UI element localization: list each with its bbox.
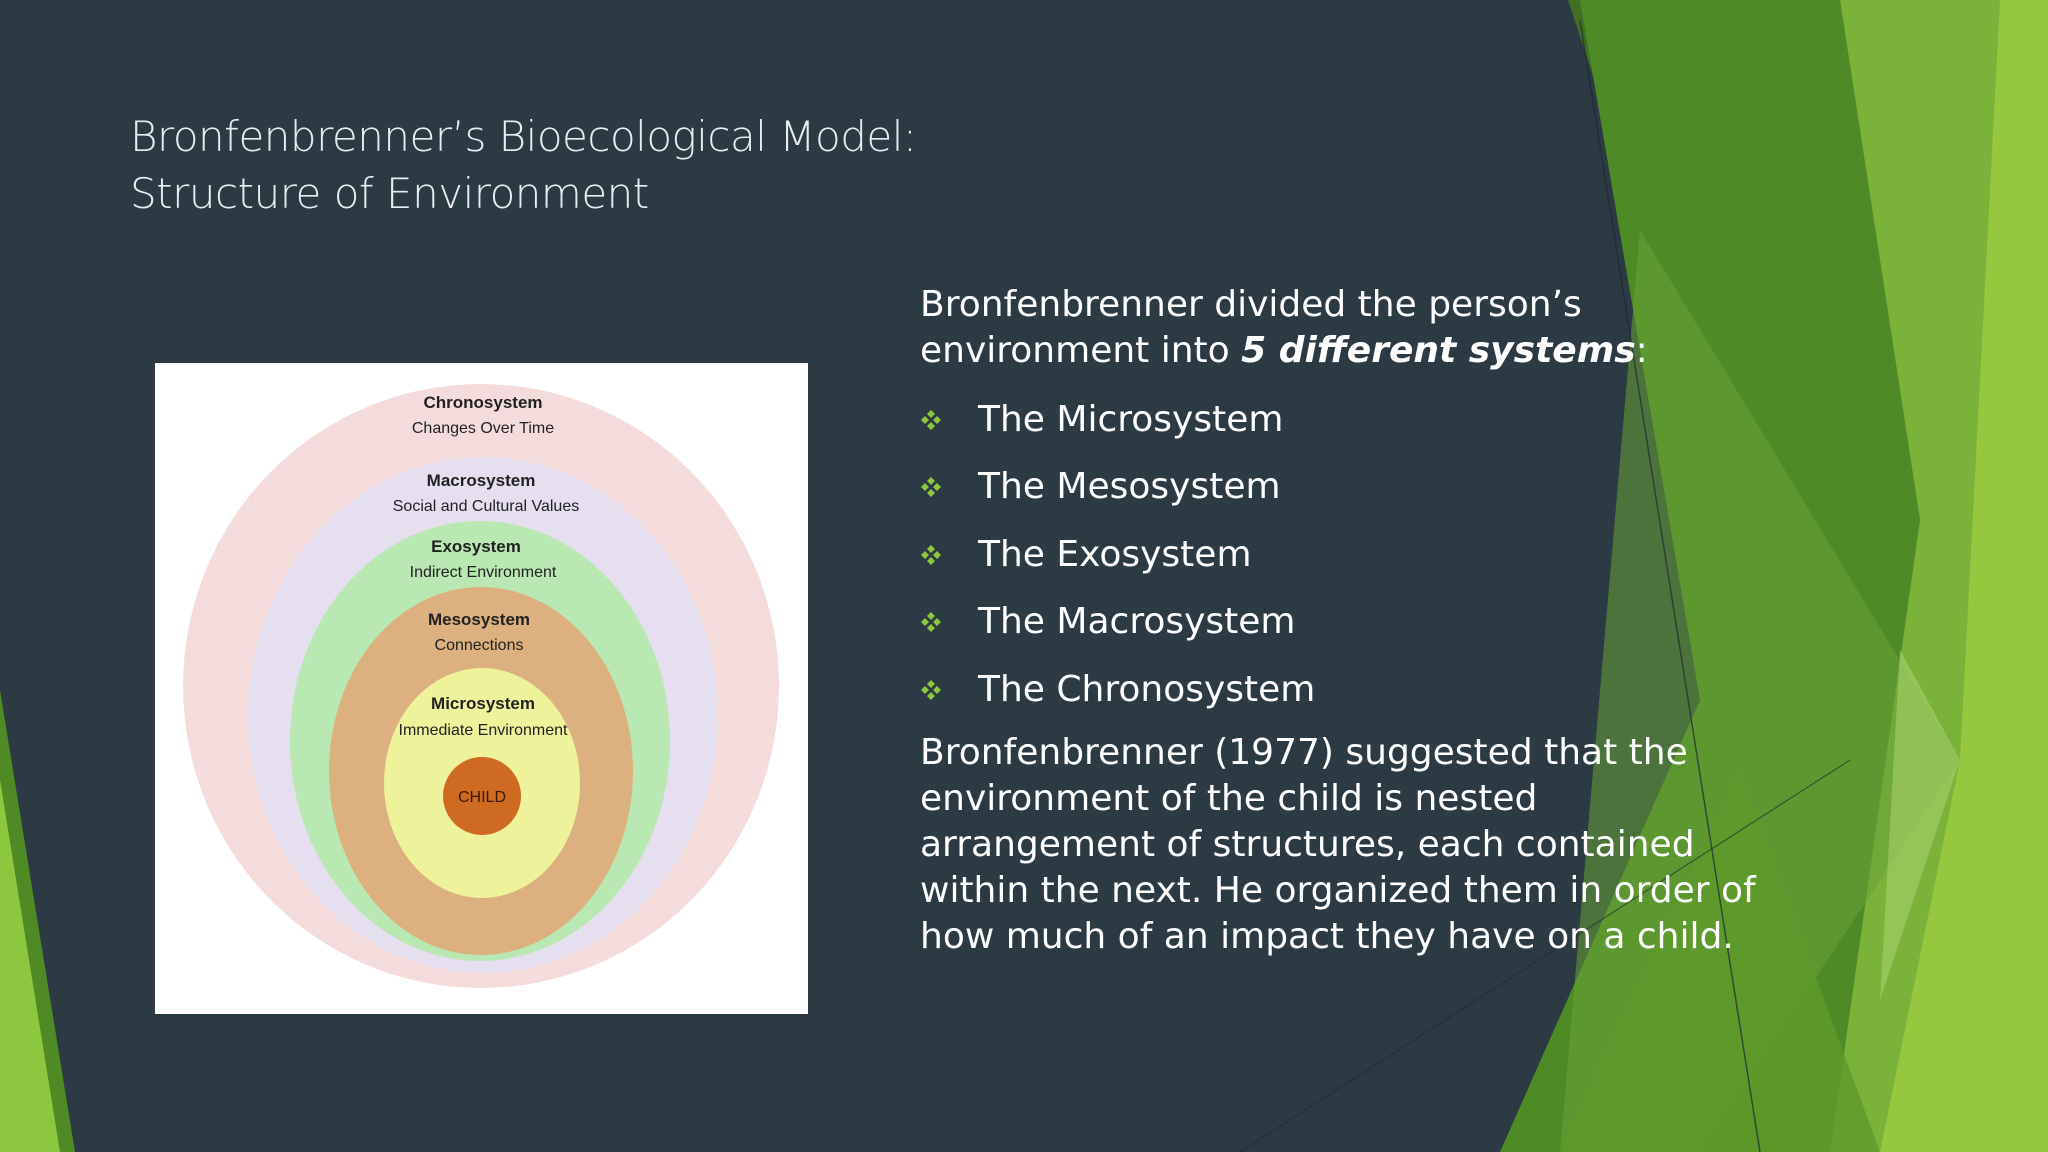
bullet-label: The Macrosystem [978,601,1296,643]
exosystem-desc: Indirect Environment [410,564,557,581]
four-diamond-bullet-icon [920,679,978,701]
mesosystem-name: Mesosystem [428,610,530,629]
intro-suffix: : [1635,330,1648,371]
intro-text: Bronfenbrenner divided the person’s envi… [920,284,1582,371]
title-line-1: Bronfenbrenner’s Bioecological Model: [130,112,917,161]
chronosystem-name: Chronosystem [423,393,542,412]
four-diamond-bullet-icon [920,611,978,633]
decor-shape-pale [1880,650,1960,1000]
intro-emphasis: 5 different systems [1241,330,1636,371]
decor-shape-right-bright [1880,0,2048,1152]
content-text: Bronfenbrenner divided the person’s envi… [920,282,1780,960]
intro-paragraph: Bronfenbrenner divided the person’s envi… [920,282,1780,374]
nested-systems-svg: Chronosystem Changes Over Time Macrosyst… [183,384,779,988]
four-diamond-bullet-icon [920,544,978,566]
bullet-label: The Microsystem [978,398,1284,440]
bioecological-model-diagram: Chronosystem Changes Over Time Macrosyst… [155,363,808,1014]
exosystem-name: Exosystem [431,537,521,556]
child-label: CHILD [458,789,506,806]
four-diamond-bullet-icon [920,476,978,498]
bullet-label: The Chronosystem [978,668,1316,710]
slide-title: Bronfenbrenner’s Bioecological Model: St… [130,108,1030,222]
list-item: The Microsystem [920,386,1780,454]
decor-line-1 [1579,19,1761,1152]
decor-shape-lower-right [1560,770,1880,1152]
list-item: The Chronosystem [920,656,1780,724]
four-diamond-bullet-icon [920,409,978,431]
decor-line-2 [1239,759,1851,1152]
title-line-2: Structure of Environment [130,169,649,218]
systems-list: The Microsystem The Mesosystem The Exosy… [920,386,1780,724]
bullet-label: The Mesosystem [978,466,1281,508]
list-item: The Macrosystem [920,589,1780,657]
microsystem-name: Microsystem [431,694,535,713]
microsystem-desc: Immediate Environment [399,722,569,739]
mesosystem-desc: Connections [435,637,524,654]
macrosystem-desc: Social and Cultural Values [393,498,579,515]
list-item: The Exosystem [920,521,1780,589]
list-item: The Mesosystem [920,454,1780,522]
decor-shape-left-light [0,780,60,1152]
closing-paragraph: Bronfenbrenner (1977) suggested that the… [920,731,1756,957]
child-center [443,757,521,835]
bullet-label: The Exosystem [978,533,1252,575]
chronosystem-desc: Changes Over Time [412,420,554,437]
decor-shape-translucent [1560,230,1960,1152]
macrosystem-name: Macrosystem [427,471,536,490]
